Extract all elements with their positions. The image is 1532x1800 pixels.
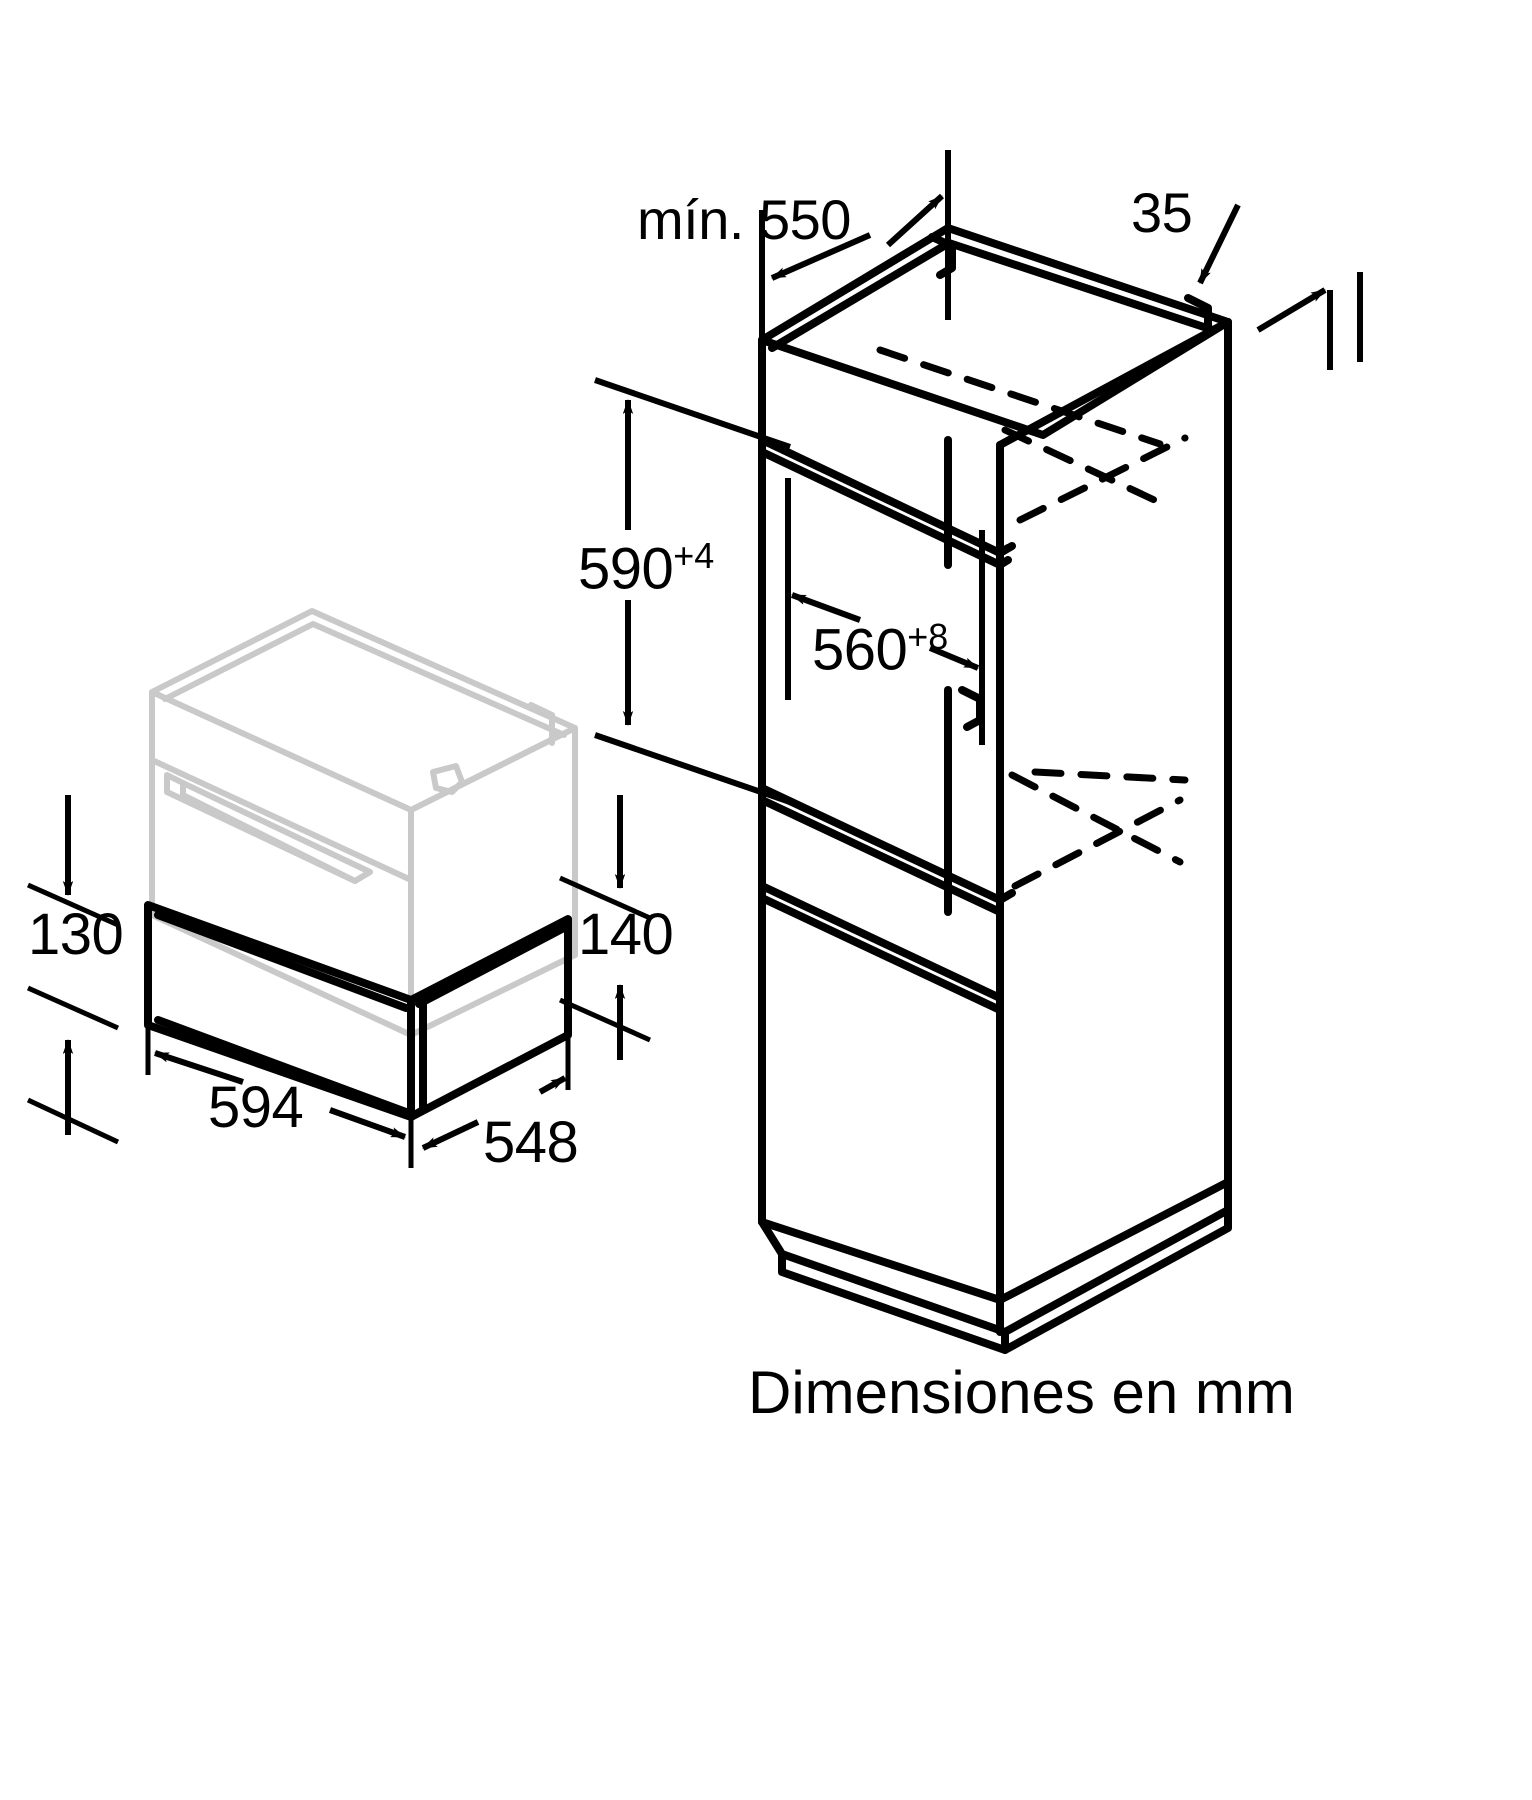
cabinet-housing xyxy=(758,224,1232,1354)
units-caption: Dimensiones en mm xyxy=(748,1359,1295,1426)
dimension-130 xyxy=(26,795,120,1145)
appliance-ghost-body xyxy=(149,608,578,1038)
cabinet-hidden-edges xyxy=(876,346,1189,890)
dimension-label-548: 548 xyxy=(483,1110,579,1175)
dimension-label-560-tolerance: +8 xyxy=(907,616,949,657)
dimension-label-130: 130 xyxy=(28,902,124,967)
dimension-label-590-tolerance: +4 xyxy=(673,535,715,576)
dimension-min-550 xyxy=(759,150,951,376)
dimension-590 xyxy=(594,377,791,805)
dimension-label-590: 590+4 xyxy=(578,538,714,598)
dimension-label-35: 35 xyxy=(1131,181,1193,244)
dimension-140 xyxy=(558,795,652,1060)
dimension-594 xyxy=(145,1025,414,1168)
dimension-label-594: 594 xyxy=(208,1075,304,1140)
dimension-label-min-550: mín. 550 xyxy=(637,188,851,251)
dimension-label-560-value: 560 xyxy=(812,617,908,683)
dimension-560 xyxy=(785,478,985,745)
dimension-label-590-value: 590 xyxy=(578,536,674,602)
dimension-label-140: 140 xyxy=(578,902,674,967)
dimension-35 xyxy=(1197,203,1363,370)
dimension-label-560: 560+8 xyxy=(812,619,948,679)
dimension-548 xyxy=(421,1035,571,1151)
